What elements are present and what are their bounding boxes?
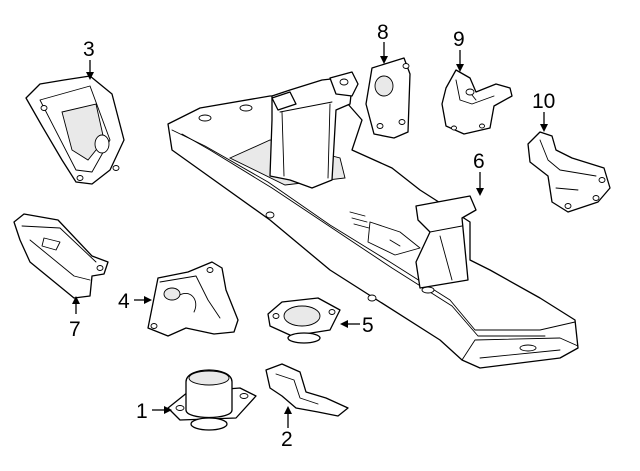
callout-4-label: 4 [118, 290, 130, 313]
callout-2: 2 [281, 406, 293, 451]
part-1-mount [167, 369, 257, 431]
callout-10-label: 10 [532, 90, 555, 113]
callout-8: 8 [377, 21, 389, 64]
part-7-bracket [13, 213, 109, 299]
callout-9-label: 9 [453, 28, 465, 51]
callout-5: 5 [340, 314, 374, 337]
callout-4: 4 [118, 290, 152, 313]
part-5-pad [267, 297, 341, 344]
callout-1-label: 1 [136, 400, 148, 423]
callout-2-label: 2 [281, 428, 293, 451]
part-9-hinge [441, 69, 513, 135]
callout-3-label: 3 [83, 38, 95, 61]
part-2-heat-shield [265, 363, 349, 417]
part-8-plate [365, 57, 411, 139]
callout-1: 1 [136, 400, 172, 423]
frame-upper-bracket [269, 71, 359, 189]
callout-7-label: 7 [69, 318, 81, 341]
callout-8-label: 8 [377, 21, 389, 44]
part-3-bracket [25, 75, 125, 185]
callout-10: 10 [532, 90, 555, 132]
frame-right-bracket [415, 195, 477, 289]
callout-9: 9 [453, 28, 465, 72]
callout-6-label: 6 [473, 150, 485, 173]
callout-5-label: 5 [362, 314, 374, 337]
callout-7: 7 [69, 296, 81, 341]
part-4-bracket [147, 261, 239, 337]
callout-3: 3 [83, 38, 95, 80]
part-10-strap [527, 131, 611, 213]
callout-6: 6 [473, 150, 485, 196]
